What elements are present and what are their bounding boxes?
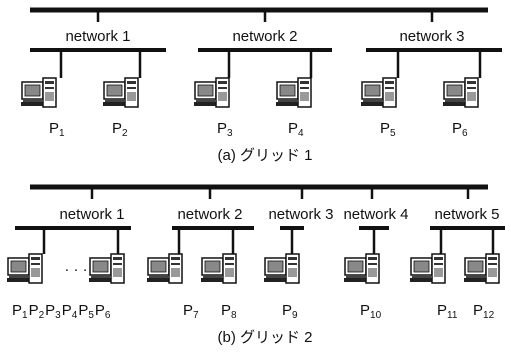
grid-2: network 1 network 2 network 3 network 4 …: [6, 184, 505, 346]
grid-2-network-2-label: network 2: [177, 206, 242, 223]
host-label: P8: [221, 302, 237, 321]
ellipsis-marker: · · ·: [64, 261, 87, 278]
host-label: P11: [437, 302, 458, 321]
host-label: P3: [217, 120, 233, 139]
host-label: P12: [473, 302, 495, 321]
grid-1-caption: (a) グリッド 1: [217, 147, 312, 164]
computer-icon: [200, 253, 237, 284]
grid-1-network-3-label: network 3: [399, 28, 464, 45]
computer-icon: [102, 77, 139, 108]
computer-icon: [343, 253, 380, 284]
grid-2-network-4-label: network 4: [343, 206, 408, 223]
grid-1-hosts: P1 P2 P3 P4 P5 P6: [20, 50, 482, 139]
host-label: P9: [282, 302, 298, 321]
host-labels-network-1: P1P2P3P4P5P6: [12, 302, 111, 321]
computer-icon: [463, 253, 500, 284]
computer-icon: [6, 253, 43, 284]
grid-2-network-1-label: network 1: [59, 206, 124, 223]
computer-icon: [360, 77, 397, 108]
host-label: P5: [380, 120, 396, 139]
host-label: P1: [49, 120, 65, 139]
computer-icon: [263, 253, 300, 284]
grid-1-network-2-label: network 2: [232, 28, 297, 45]
computer-icon: [146, 253, 183, 284]
grid-2-network-5-label: network 5: [434, 206, 499, 223]
grid-1-network-1-label: network 1: [65, 28, 130, 45]
computer-icon: [442, 77, 479, 108]
computer-icon: [193, 77, 230, 108]
computer-icon: [275, 77, 312, 108]
computer-icon: [88, 253, 125, 284]
grid-2-caption: (b) グリッド 2: [217, 329, 312, 346]
host-label: P2: [112, 120, 128, 139]
grid-2-network-3-label: network 3: [268, 206, 333, 223]
host-label: P6: [452, 120, 468, 139]
grid-1: network 1 network 2 network 3 P1 P2 P3 P…: [20, 7, 502, 164]
computer-icon: [409, 253, 446, 284]
host-label: P4: [288, 120, 304, 139]
host-label: P10: [360, 302, 382, 321]
computer-icon: [20, 77, 57, 108]
grid-2-hosts: · · · P1P2P3P4P5P6 P7 P8 P9 P10 P11 P12: [6, 228, 500, 321]
host-label: P7: [183, 302, 199, 321]
